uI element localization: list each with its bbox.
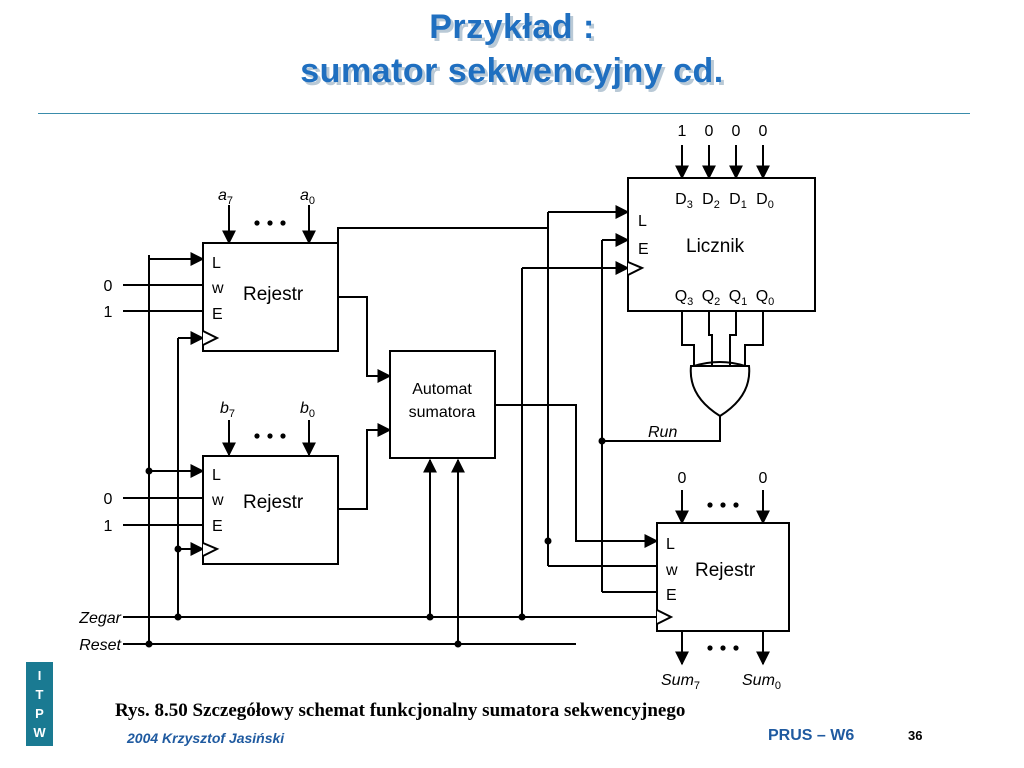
- sum-reg-port-E: E: [666, 587, 677, 604]
- junction-automat-clock: [426, 613, 434, 621]
- reg-a-side-input-0: 0: [104, 278, 113, 295]
- register-b-labels: L w E Rejestr: [211, 467, 304, 535]
- sequential-adder-diagram: L w E Rejestr L w E Rejestr Automat suma…: [78, 123, 816, 692]
- footer-author: 2004 Krzysztof Jasiński: [127, 730, 285, 746]
- reg-b-port-E: E: [212, 518, 223, 535]
- junction-counter-clock: [518, 613, 526, 621]
- junction-L-bus: [544, 537, 552, 545]
- counter-input-0: 0: [759, 123, 768, 140]
- counter-q1: Q1: [729, 288, 748, 308]
- register-a-labels: L w E Rejestr: [211, 255, 304, 323]
- logo-letter-p: P: [35, 706, 44, 721]
- itpw-logo: I T P W: [26, 662, 53, 746]
- counter-title: Licznik: [686, 236, 745, 257]
- counter-input-1: 0: [732, 123, 741, 140]
- counter-box: [627, 177, 816, 312]
- reg-b-title: Rejestr: [243, 492, 304, 513]
- reg-b-clock-triangle: [202, 542, 220, 557]
- reg-a-title: Rejestr: [243, 284, 304, 305]
- sum-reg-port-w: w: [665, 562, 678, 579]
- register-input-labels: a7 a0 b7 b0: [218, 187, 315, 420]
- junction-reset: [145, 640, 153, 648]
- reg-a-clock-triangle: [202, 330, 220, 346]
- sum-reg-input-7: 0: [678, 470, 687, 487]
- reg-a-to-automat: [338, 296, 392, 383]
- counter-q2: Q2: [702, 288, 721, 308]
- or-gate: [689, 365, 751, 418]
- counter-d1: D1: [729, 191, 747, 211]
- counter-port-E: E: [638, 241, 649, 258]
- junction-run: [598, 437, 606, 445]
- ellipsis-dots: [254, 220, 739, 651]
- blocks: [202, 177, 816, 632]
- counter-clock-triangle: [627, 261, 645, 276]
- reset-label: Reset: [79, 637, 121, 654]
- reg-b-port-L: L: [212, 467, 221, 484]
- automat-title-line2: sumatora: [409, 404, 476, 421]
- counter-d2: D2: [702, 191, 720, 211]
- sum-reg-port-L: L: [666, 536, 675, 553]
- counter-labels: L E Licznik: [638, 213, 745, 258]
- reg-a-port-w: w: [211, 280, 224, 297]
- sum-reg-title: Rejestr: [695, 560, 756, 581]
- counter-d0: D0: [756, 191, 774, 211]
- counter-d-labels: D3 D2 D1 D0: [675, 191, 774, 211]
- junction-clock: [174, 613, 182, 621]
- zegar-label: Zegar: [78, 610, 121, 627]
- sum7-label: Sum7: [661, 672, 700, 692]
- junction-reset-regb: [145, 467, 153, 475]
- logo-letter-w: W: [33, 725, 46, 740]
- sum-register-labels: L w E Rejestr: [665, 536, 756, 604]
- counter-q0: Q0: [756, 288, 775, 308]
- sum0-label: Sum0: [742, 672, 781, 692]
- counter-input-3: 1: [678, 123, 687, 140]
- counter-input-values: 1 0 0 0: [678, 123, 768, 140]
- automat-to-sum-register: [495, 404, 659, 548]
- title-divider: [38, 113, 970, 114]
- side-input-values: 0 1 0 1: [104, 278, 113, 535]
- page-number: 36: [908, 728, 923, 743]
- reg-a-side-input-1: 1: [104, 304, 113, 321]
- counter-input-2: 0: [705, 123, 714, 140]
- automat-title-line1: Automat: [412, 381, 472, 398]
- reg-b-to-automat: [338, 423, 392, 510]
- automat-box: [389, 350, 496, 459]
- reg-a-label-a0: a0: [300, 187, 315, 207]
- footer-course: PRUS – W6: [768, 727, 855, 744]
- or-gate-curve: [693, 361, 746, 367]
- run-label: Run: [648, 424, 677, 441]
- junction-automat-reset: [454, 640, 462, 648]
- q3-wire: [681, 311, 695, 366]
- counter-d3: D3: [675, 191, 693, 211]
- counter-port-L: L: [638, 213, 647, 230]
- sum-register-box: [656, 522, 790, 632]
- reg-b-label-b7: b7: [220, 400, 235, 420]
- slide-title-line1: Przykład :: [429, 8, 595, 46]
- register-a-box: [202, 242, 339, 352]
- reg-a-label-a7: a7: [218, 187, 233, 207]
- sum-reg-clock-triangle: [656, 609, 674, 625]
- logo-letter-t: T: [35, 687, 44, 702]
- q0-wire: [744, 311, 764, 366]
- sum-reg-input-0: 0: [759, 470, 768, 487]
- reg-b-label-b0: b0: [300, 400, 315, 420]
- junctions: [145, 437, 606, 648]
- figure-caption: Rys. 8.50 Szczegółowy schemat funkcjonal…: [115, 700, 686, 721]
- run-wire: [602, 416, 721, 442]
- q2-wire: [708, 311, 713, 366]
- counter-q-labels: Q3 Q2 Q1 Q0: [675, 288, 775, 308]
- q1-wire: [729, 311, 737, 366]
- sum-output-labels: Sum7 Sum0: [661, 672, 781, 692]
- logo-letter-i: I: [37, 668, 42, 683]
- counter-q3: Q3: [675, 288, 694, 308]
- reg-b-side-input-0: 0: [104, 491, 113, 508]
- junction-clock-regb: [174, 545, 182, 553]
- reg-b-side-input-1: 1: [104, 518, 113, 535]
- reg-a-port-L: L: [212, 255, 221, 272]
- register-b-box: [202, 455, 339, 565]
- reg-b-port-w: w: [211, 492, 224, 509]
- clock-triangles: [202, 261, 674, 625]
- reg-a-port-E: E: [212, 306, 223, 323]
- slide-title-line2: sumator sekwencyjny cd.: [300, 52, 724, 90]
